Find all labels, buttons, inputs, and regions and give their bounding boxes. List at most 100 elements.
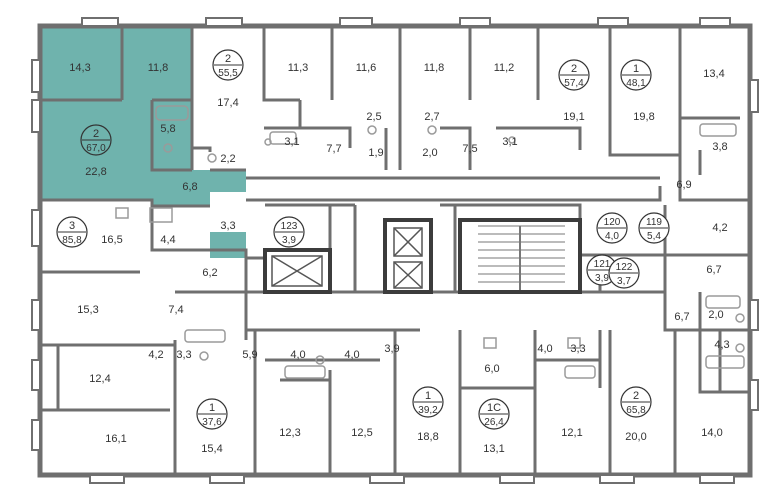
- room-area-label: 2,0: [708, 309, 723, 321]
- room-area-label: 4,3: [714, 339, 729, 351]
- room-area-label: 14,0: [701, 427, 722, 439]
- room-area-label: 3,1: [502, 136, 517, 148]
- storage-badge[interactable]: 122 3,7: [608, 257, 640, 289]
- apartment-rooms: 1: [633, 63, 639, 75]
- room-area-label: 11,3: [288, 62, 309, 74]
- room-area-label: 2,5: [366, 111, 381, 123]
- room-area-label: 11,8: [424, 62, 445, 74]
- storage-number: 122: [616, 262, 633, 273]
- room-area-label: 17,4: [217, 97, 238, 109]
- room-area-label: 6,7: [674, 311, 689, 323]
- apartment-area: 65,8: [626, 405, 646, 416]
- room-area-label: 6,8: [182, 181, 197, 193]
- selected-apartment-rooms: 2: [93, 128, 99, 140]
- room-area-label: 4,4: [160, 234, 175, 246]
- room-area-label: 14,3: [69, 62, 90, 74]
- room-area-label: 3,3: [220, 220, 235, 232]
- apartment-area: 37,6: [202, 417, 222, 428]
- storage-badge[interactable]: 123 3,9: [273, 216, 305, 248]
- bath-fixtures: [115, 105, 745, 379]
- apartment-area: 85,8: [62, 235, 82, 246]
- storage-area: 5,4: [647, 231, 661, 242]
- room-area-label: 3,1: [284, 136, 299, 148]
- room-area-label: 5,8: [160, 123, 175, 135]
- room-area-label: 4,0: [537, 343, 552, 355]
- apartment-badge[interactable]: 1 39,2: [412, 386, 444, 418]
- storage-number: 119: [646, 217, 662, 228]
- apartment-badge[interactable]: 1 37,6: [196, 398, 228, 430]
- room-area-label: 15,4: [201, 443, 222, 455]
- room-area-label: 7,4: [168, 304, 183, 316]
- storage-badge[interactable]: 120 4,0: [596, 212, 628, 244]
- room-area-label: 1,9: [368, 147, 383, 159]
- room-area-label: 12,3: [279, 427, 300, 439]
- room-area-label: 3,3: [176, 349, 191, 361]
- room-area-label: 19,1: [563, 111, 584, 123]
- room-area-label: 22,8: [85, 166, 106, 178]
- apartment-rooms: 2: [633, 390, 639, 402]
- apartment-area: 48,1: [626, 78, 646, 89]
- room-area-label: 13,4: [703, 68, 724, 80]
- apartment-badge[interactable]: 3 85,8: [56, 216, 88, 248]
- room-area-label: 16,5: [101, 234, 122, 246]
- apartment-area: 57,4: [564, 78, 584, 89]
- storage-area: 3,9: [282, 235, 296, 246]
- room-area-label: 16,1: [105, 433, 126, 445]
- room-area-label: 7,7: [326, 143, 341, 155]
- room-area-label: 4,2: [712, 222, 727, 234]
- room-area-label: 3,3: [570, 343, 585, 355]
- room-area-label: 6,7: [706, 264, 721, 276]
- room-area-label: 11,6: [356, 62, 377, 74]
- apartment-badge[interactable]: 1С 26,4: [478, 398, 510, 430]
- apartment-area: 26,4: [484, 417, 504, 428]
- apartment-rooms: 3: [69, 220, 75, 232]
- room-area-label: 11,2: [494, 62, 515, 74]
- room-area-label: 6,0: [484, 363, 499, 375]
- storage-area: 4,0: [605, 231, 619, 242]
- storage-area: 3,9: [595, 273, 609, 284]
- apartment-rooms: 1: [209, 402, 215, 414]
- room-area-label: 7,5: [462, 143, 477, 155]
- apartment-rooms: 1: [425, 390, 431, 402]
- building-core: [263, 218, 582, 294]
- storage-number: 120: [604, 217, 621, 228]
- room-area-label: 12,5: [351, 427, 372, 439]
- storage-number: 121: [594, 259, 611, 270]
- room-area-label: 6,9: [676, 179, 691, 191]
- room-area-label: 20,0: [625, 431, 646, 443]
- room-area-label: 19,8: [633, 111, 654, 123]
- apartment-rooms: 2: [571, 63, 577, 75]
- apartment-badge[interactable]: 2 55,5: [212, 49, 244, 81]
- apartment-rooms: 1С: [487, 402, 501, 414]
- apartment-area: 39,2: [418, 405, 438, 416]
- room-area-label: 11,8: [148, 62, 169, 74]
- room-area-label: 12,1: [561, 427, 582, 439]
- room-area-label: 6,2: [202, 267, 217, 279]
- apartment-badge[interactable]: 2 65,8: [620, 386, 652, 418]
- stairs: [478, 225, 565, 290]
- room-area-label: 18,8: [417, 431, 438, 443]
- selected-apartment-area: 67,0: [86, 143, 106, 154]
- selected-apartment-badge[interactable]: 2 67,0: [80, 124, 112, 156]
- room-area-label: 3,9: [384, 343, 399, 355]
- room-area-label: 4,2: [148, 349, 163, 361]
- storage-number: 123: [281, 221, 298, 232]
- room-area-label: 2,7: [424, 111, 439, 123]
- storage-area: 3,7: [617, 276, 631, 287]
- apartment-rooms: 2: [225, 53, 231, 65]
- apartment-area: 55,5: [218, 68, 238, 79]
- room-area-label: 4,0: [344, 349, 359, 361]
- elevator-boxes: [271, 227, 423, 289]
- room-area-label: 4,0: [290, 349, 305, 361]
- storage-badge[interactable]: 119 5,4: [638, 212, 670, 244]
- room-area-label: 2,0: [422, 147, 437, 159]
- room-area-label: 15,3: [77, 304, 98, 316]
- room-area-label: 12,4: [89, 373, 110, 385]
- window-marks: [31, 17, 759, 484]
- apartment-badge[interactable]: 1 48,1: [620, 59, 652, 91]
- apartment-badge[interactable]: 2 57,4: [558, 59, 590, 91]
- room-area-label: 5,9: [242, 349, 257, 361]
- room-area-label: 13,1: [483, 443, 504, 455]
- room-area-label: 3,8: [712, 141, 727, 153]
